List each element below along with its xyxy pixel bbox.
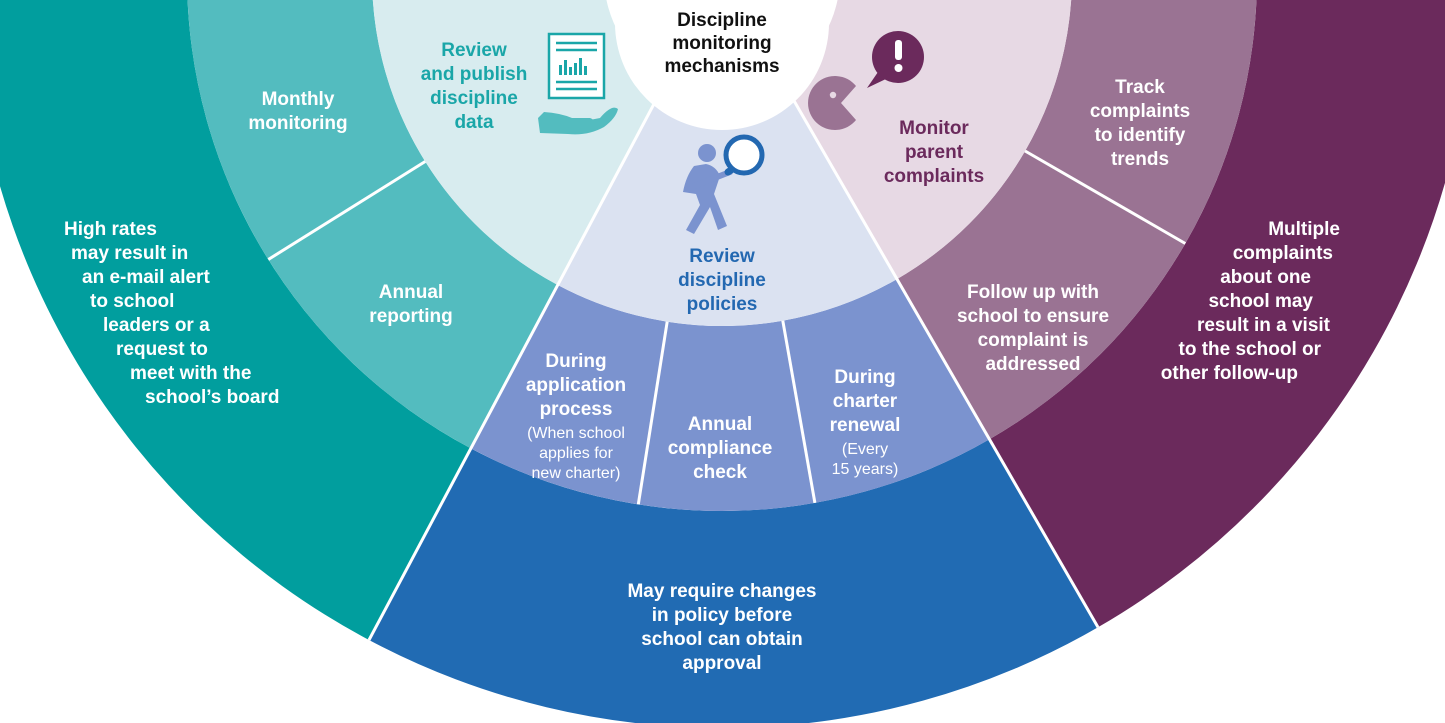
svg-text:discipline: discipline	[430, 88, 518, 109]
svg-text:15 years): 15 years)	[832, 461, 899, 478]
svg-text:Annual: Annual	[688, 414, 752, 435]
follow-up-sector	[897, 151, 1186, 440]
svg-text:school to ensure: school to ensure	[957, 306, 1109, 327]
svg-text:an e-mail alert: an e-mail alert	[82, 267, 210, 288]
svg-text:process: process	[540, 399, 613, 420]
svg-text:to the school or: to the school or	[1179, 339, 1322, 360]
monitor-complaints-title: Monitor parent complaints	[884, 118, 984, 187]
svg-text:school’s board: school’s board	[145, 387, 279, 408]
svg-text:data: data	[454, 112, 494, 133]
monthly-monitoring-label: Monthly monitoring	[248, 89, 347, 134]
svg-text:complaints: complaints	[884, 166, 984, 187]
svg-text:monitoring: monitoring	[248, 113, 347, 134]
svg-text:charter: charter	[833, 391, 898, 412]
svg-text:(When school: (When school	[527, 425, 625, 442]
monthly-monitoring-sector	[187, 0, 426, 260]
divider-reporting-monthly	[267, 160, 426, 261]
svg-text:Annual: Annual	[379, 282, 443, 303]
svg-text:Track: Track	[1115, 77, 1165, 98]
svg-text:leaders or a: leaders or a	[103, 315, 210, 336]
complaints-outcome-sector	[989, 0, 1445, 628]
svg-text:applies for: applies for	[539, 445, 613, 462]
divider-complaints-policies	[779, 77, 1100, 629]
svg-text:High rates: High rates	[64, 219, 157, 240]
svg-text:Monitor: Monitor	[899, 118, 969, 139]
svg-text:(Every: (Every	[842, 441, 888, 458]
svg-text:complaint is: complaint is	[978, 330, 1089, 351]
charter-renewal-label: During charter renewal (Every 15 years)	[830, 367, 901, 478]
svg-text:Discipline: Discipline	[677, 10, 767, 31]
center-title: Discipline monitoring mechanisms	[664, 10, 779, 77]
svg-text:meet with the: meet with the	[130, 363, 251, 384]
svg-text:May require changes: May require changes	[627, 581, 816, 602]
svg-text:Review: Review	[441, 40, 507, 61]
policy-changes-outcome: May require changes in policy before sch…	[627, 581, 816, 674]
svg-text:policies: policies	[687, 294, 758, 315]
svg-text:and publish: and publish	[421, 64, 528, 85]
svg-text:Review: Review	[689, 246, 755, 267]
svg-text:monitoring: monitoring	[672, 33, 771, 54]
review-policies-title: Review discipline policies	[678, 246, 766, 315]
svg-text:During: During	[545, 351, 606, 372]
review-publish-title: Review and publish discipline data	[421, 40, 528, 133]
svg-text:to identify: to identify	[1095, 125, 1186, 146]
review-policies-sector	[557, 78, 897, 326]
svg-text:request to: request to	[116, 339, 208, 360]
divider-renewal-compliance	[781, 320, 817, 504]
svg-text:renewal: renewal	[830, 415, 901, 436]
follow-up-label: Follow up with school to ensure complain…	[957, 282, 1109, 375]
svg-text:to school: to school	[90, 291, 174, 312]
svg-text:check: check	[693, 462, 747, 483]
track-complaints-sector	[1025, 0, 1257, 244]
svg-text:mechanisms: mechanisms	[664, 56, 779, 77]
annual-compliance-sector	[638, 320, 815, 512]
svg-text:in policy before: in policy before	[652, 605, 792, 626]
annual-reporting-label: Annual reporting	[369, 282, 452, 327]
svg-text:parent: parent	[905, 142, 964, 163]
divider-policies-publish	[367, 79, 668, 641]
application-process-sector	[470, 285, 668, 505]
svg-text:result in a visit: result in a visit	[1197, 315, 1331, 336]
divider-layer	[267, 77, 1187, 641]
svg-text:may result in: may result in	[71, 243, 188, 264]
svg-text:Multiple: Multiple	[1268, 219, 1340, 240]
report-document-hand-icon	[538, 32, 618, 135]
svg-text:Monthly: Monthly	[262, 89, 335, 110]
publish-outcome-sector	[0, 0, 471, 640]
svg-text:about one: about one	[1220, 267, 1311, 288]
multiple-complaints-outcome: Multiple complaints about one school may…	[1161, 219, 1340, 384]
divider-track-followup	[1024, 149, 1187, 245]
track-complaints-label: Track complaints to identify trends	[1090, 77, 1190, 170]
svg-text:application: application	[526, 375, 626, 396]
divider-compliance-application	[636, 321, 669, 505]
annual-compliance-label: Annual compliance check	[668, 414, 773, 483]
annual-reporting-sector	[268, 161, 558, 449]
svg-text:new charter): new charter)	[532, 465, 621, 482]
svg-text:addressed: addressed	[985, 354, 1080, 375]
svg-text:Follow up with: Follow up with	[967, 282, 1099, 303]
charter-renewal-sector	[782, 279, 990, 503]
speaking-head-alert-icon	[808, 31, 924, 130]
svg-text:school can obtain: school can obtain	[641, 629, 803, 650]
svg-text:compliance: compliance	[668, 438, 773, 459]
magnifier-person-icon	[683, 134, 765, 234]
center-circle	[615, 0, 829, 130]
svg-text:discipline: discipline	[678, 270, 766, 291]
svg-text:approval: approval	[682, 653, 761, 674]
svg-text:complaints: complaints	[1233, 243, 1333, 264]
svg-text:complaints: complaints	[1090, 101, 1190, 122]
high-rates-outcome: High rates may result in an e-mail alert…	[64, 219, 279, 408]
svg-text:trends: trends	[1111, 149, 1169, 170]
svg-text:reporting: reporting	[369, 306, 452, 327]
svg-text:During: During	[834, 367, 895, 388]
svg-text:other follow-up: other follow-up	[1161, 363, 1298, 384]
svg-text:school may: school may	[1208, 291, 1313, 312]
application-process-label: During application process (When school …	[526, 351, 626, 482]
policies-outcome-sector	[369, 439, 1098, 723]
monitor-complaints-sector	[781, 0, 1072, 280]
